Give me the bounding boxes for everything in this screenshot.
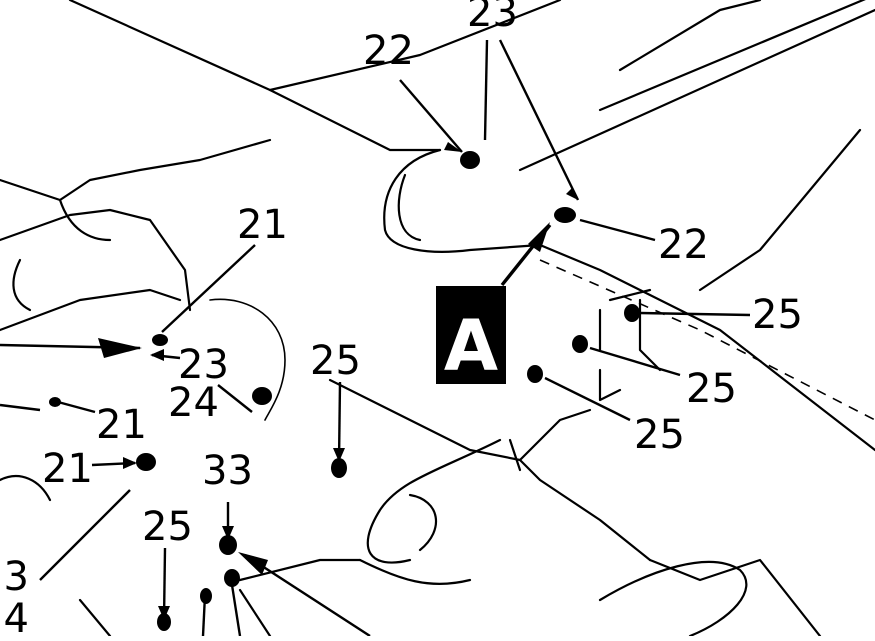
lube-point [49,397,61,407]
callout-23-top: 23 [467,0,518,36]
lube-points [49,151,640,631]
callout-33: 33 [202,448,253,494]
lube-point [219,535,237,555]
callout-23-mid: 23 [178,342,229,388]
lube-point [527,365,543,383]
callout-24-edge: 24 [0,596,29,636]
callout-25-center: 25 [310,338,361,384]
view-label-a: A [436,286,506,387]
lube-point [554,207,576,223]
lube-point [157,613,171,631]
lube-point [152,334,168,346]
lube-point [460,151,480,169]
lube-point [136,453,156,471]
leader-lines [0,39,751,638]
lube-point [331,458,347,478]
lube-point [252,387,272,405]
callout-25-right-1: 25 [752,292,803,338]
callout-21-lower: 21 [96,402,147,448]
lube-point [200,588,212,604]
lube-point [624,304,640,322]
callout-23-edge: 23 [0,554,29,600]
callout-25-right-2: 25 [686,366,737,412]
view-label-text: A [444,305,498,387]
callout-labels: 22 23 22 21 23 24 25 25 25 25 21 21 33 2… [0,0,803,641]
lube-point [572,335,588,353]
callout-21-bottom: 21 [42,446,93,492]
callout-22-right: 22 [658,222,709,268]
callout-25-right-3: 25 [634,412,685,458]
lube-point [224,569,240,587]
callout-25-bottom: 25 [142,504,193,550]
callout-21-left: 21 [237,202,288,248]
callout-24-mid: 24 [168,380,219,426]
callout-22-top: 22 [363,28,414,74]
